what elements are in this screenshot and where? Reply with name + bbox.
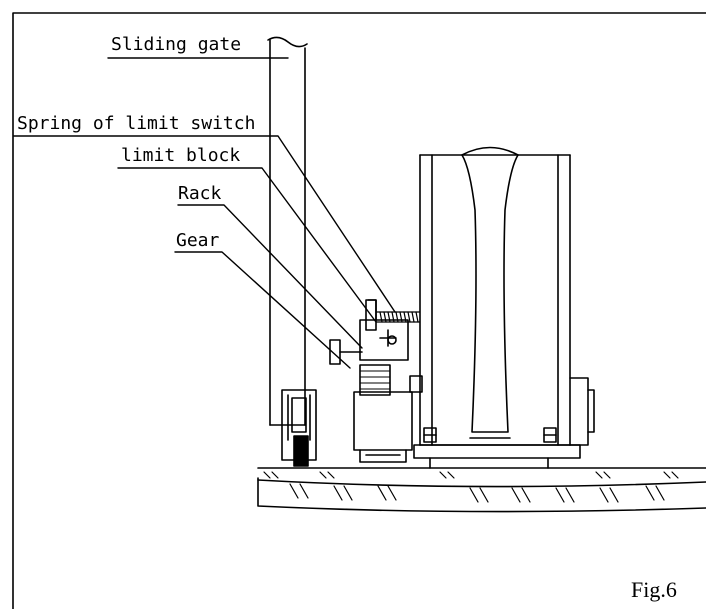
rack-bracket [329,339,363,365]
leader-rack [177,204,363,349]
label-spring-of-limit-switch: Spring of limit switch [17,113,256,134]
limit-switch-spring [375,311,421,323]
leader-lines [13,57,396,369]
gate-wheel [281,389,317,467]
label-rack: Rack [178,183,222,204]
frame-border [12,12,706,610]
sliding-gate-post [267,36,308,426]
gear-housing [353,375,423,463]
ground-rail [257,467,706,513]
label-gear: Gear [176,230,220,251]
label-limit-block: limit block [121,145,241,166]
leader-gear [174,251,351,369]
gear [359,364,391,396]
leader-limit-block [117,167,377,323]
figure-caption: Fig.6 [631,577,677,602]
label-sliding-gate: Sliding gate [111,34,242,55]
leader-spring [13,135,396,313]
motor-side-cover [569,377,595,446]
motor-base [413,427,581,469]
motor-body [419,146,571,446]
